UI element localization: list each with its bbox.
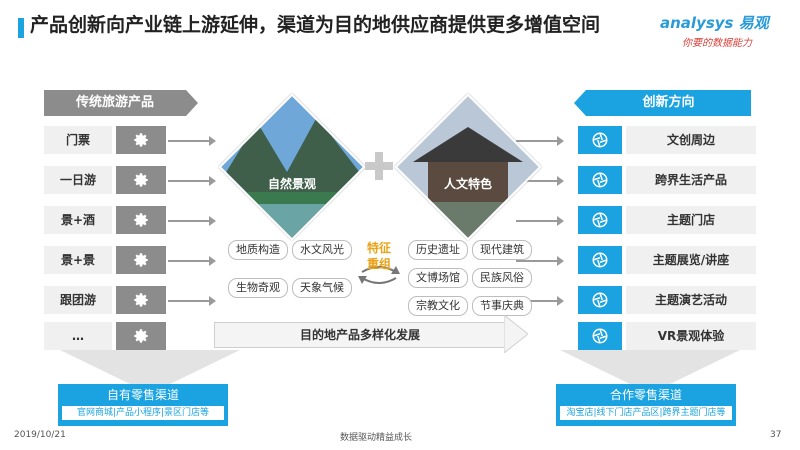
left-item-row: 景+酒 xyxy=(44,206,192,234)
right-item-label: 主题展览/讲座 xyxy=(626,246,756,274)
cultural-tag: 文博场馆 xyxy=(408,268,468,288)
footer-slogan: 数据驱动精益成长 xyxy=(340,433,413,443)
right-item-label: 跨界生活产品 xyxy=(626,166,756,194)
arrow-head-icon xyxy=(503,313,529,357)
arrow-right-icon xyxy=(516,136,564,146)
aperture-icon xyxy=(578,206,622,234)
arrow-right-icon xyxy=(516,296,564,306)
right-item-label: 主题演艺活动 xyxy=(626,286,756,314)
own-retail-channel-box: 自有零售渠道 官网商城|产品小程序|景区门店等 xyxy=(58,384,228,426)
right-item-row: 主题门店 xyxy=(578,206,756,234)
right-item-row: 主题展览/讲座 xyxy=(578,246,756,274)
logo-slogan: 你要的数据能力 xyxy=(682,38,752,49)
left-item-row: 门票 xyxy=(44,126,192,154)
right-item-row: VR景观体验 xyxy=(578,322,756,350)
logo-brand-en: analysys xyxy=(660,14,734,32)
aperture-icon xyxy=(578,166,622,194)
traditional-products-header: 传统旅游产品 xyxy=(44,90,198,116)
right-item-label: 主题门店 xyxy=(626,206,756,234)
natural-tag: 地质构造 xyxy=(228,240,288,260)
left-item-label: 景+酒 xyxy=(44,206,112,234)
right-funnel-shape xyxy=(560,350,740,388)
partner-retail-channel-sub: 淘宝店|线下门店产品区|跨界主题门店等 xyxy=(560,406,732,420)
aperture-icon xyxy=(578,322,622,350)
cultural-tag: 节事庆典 xyxy=(472,296,532,316)
left-item-label: … xyxy=(44,322,112,350)
natural-tag: 水文风光 xyxy=(292,240,352,260)
right-item-row: 主题演艺活动 xyxy=(578,286,756,314)
feature-reorganization-text: 特征重组 xyxy=(367,241,392,271)
footer-date: 2019/10/21 xyxy=(14,430,66,440)
left-item-label: 跟团游 xyxy=(44,286,112,314)
left-item-label: 门票 xyxy=(44,126,112,154)
arrow-right-icon xyxy=(168,176,216,186)
cultural-tag: 现代建筑 xyxy=(472,240,532,260)
left-item-label: 一日游 xyxy=(44,166,112,194)
gear-icon xyxy=(116,126,166,154)
partner-retail-channel-box: 合作零售渠道 淘宝店|线下门店产品区|跨界主题门店等 xyxy=(556,384,736,426)
title-accent-bar xyxy=(18,18,24,38)
arrow-right-icon xyxy=(168,216,216,226)
right-item-row: 跨界生活产品 xyxy=(578,166,756,194)
left-item-row: 一日游 xyxy=(44,166,192,194)
left-item-row: … xyxy=(44,322,192,350)
partner-retail-channel-title: 合作零售渠道 xyxy=(609,388,682,402)
arrow-right-icon xyxy=(168,256,216,266)
cultural-tag: 历史遗址 xyxy=(408,240,468,260)
cycle-arrows-icon xyxy=(356,262,402,292)
gear-icon xyxy=(116,286,166,314)
natural-landscape-diamond: 自然景观 xyxy=(218,93,366,241)
gear-icon xyxy=(116,206,166,234)
left-item-label: 景+景 xyxy=(44,246,112,274)
own-retail-channel-title: 自有零售渠道 xyxy=(106,388,179,402)
aperture-icon xyxy=(578,246,622,274)
logo-brand-cn: 易观 xyxy=(738,14,769,32)
gear-icon xyxy=(116,322,166,350)
arrow-right-icon xyxy=(516,176,564,186)
plus-icon xyxy=(361,148,397,184)
aperture-icon xyxy=(578,126,622,154)
architecture-image xyxy=(394,93,542,241)
right-item-label: VR景观体验 xyxy=(626,322,756,350)
cultural-features-label: 人文特色 xyxy=(443,177,492,191)
analysys-logo: analysys 易观 你要的数据能力 xyxy=(660,12,790,49)
cultural-tag: 宗教文化 xyxy=(408,296,468,316)
arrow-right-icon xyxy=(516,256,564,266)
natural-tag: 天象气候 xyxy=(292,278,352,298)
left-item-row: 跟团游 xyxy=(44,286,192,314)
right-item-row: 文创周边 xyxy=(578,126,756,154)
innovation-direction-header: 创新方向 xyxy=(574,90,751,116)
left-funnel-shape xyxy=(60,350,240,388)
own-retail-channel-sub: 官网商城|产品小程序|景区门店等 xyxy=(62,406,224,420)
cultural-features-diamond: 人文特色 xyxy=(394,93,542,241)
diversification-arrow: 目的地产品多样化发展 xyxy=(214,322,505,348)
landscape-image xyxy=(218,93,366,241)
aperture-icon xyxy=(578,286,622,314)
natural-tag: 生物奇观 xyxy=(228,278,288,298)
page-number: 37 xyxy=(770,430,782,440)
gear-icon xyxy=(116,246,166,274)
left-item-row: 景+景 xyxy=(44,246,192,274)
cultural-tag: 民族风俗 xyxy=(472,268,532,288)
gear-icon xyxy=(116,166,166,194)
arrow-right-icon xyxy=(168,136,216,146)
page-title: 产品创新向产业链上游延伸，渠道为目的地供应商提供更多增值空间 xyxy=(30,14,601,36)
arrow-right-icon xyxy=(516,216,564,226)
arrow-right-icon xyxy=(168,296,216,306)
right-item-label: 文创周边 xyxy=(626,126,756,154)
natural-landscape-label: 自然景观 xyxy=(267,177,316,191)
